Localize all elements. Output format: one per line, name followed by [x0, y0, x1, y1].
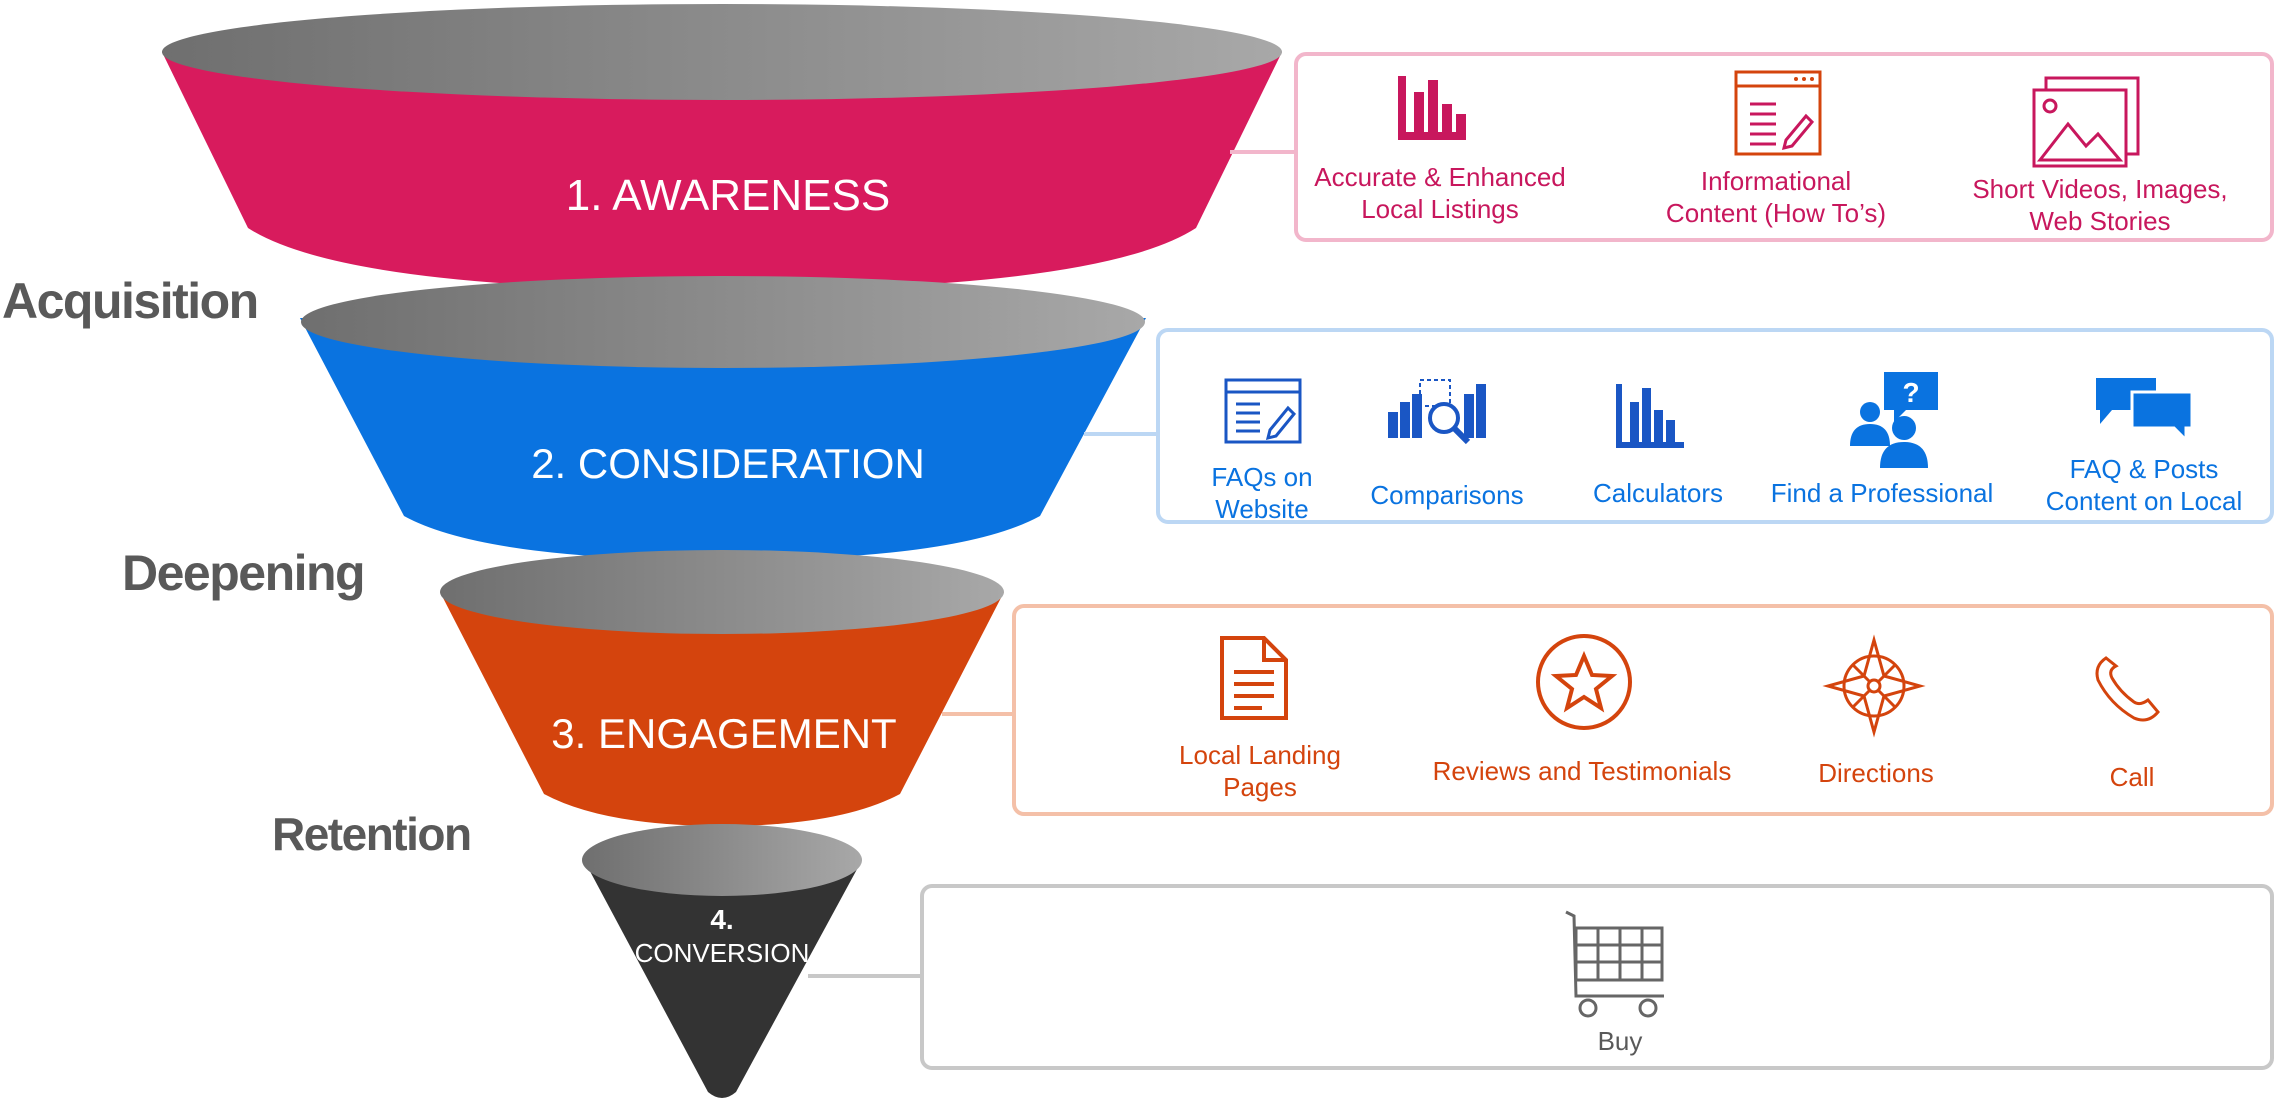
consideration-band	[300, 318, 1146, 560]
browser-edit-icon	[1224, 378, 1302, 444]
awareness-item-2-line-2: Content (How To’s)	[1666, 198, 1886, 228]
consideration-item-5-line-1: FAQ & Posts	[2070, 454, 2219, 484]
deepening-label: Deepening	[122, 545, 364, 601]
awareness-item-1-line-2: Local Listings	[1361, 194, 1519, 224]
star-icon	[1536, 634, 1632, 730]
bar-chart-icon	[1398, 76, 1466, 140]
awareness-panel: Accurate & Enhanced Local Listings Infor…	[1294, 52, 2274, 242]
engagement-item-1-line-2: Pages	[1223, 772, 1297, 802]
retention-label: Retention	[272, 808, 471, 860]
conversion-item-1: Buy	[1598, 1026, 1643, 1056]
conversion-label-text: CONVERSION	[635, 938, 810, 968]
consideration-panel-box	[1156, 328, 2274, 524]
chat-bubbles-icon	[2096, 378, 2194, 444]
consideration-item-1-line-2: Website	[1215, 494, 1308, 524]
svg-text:?: ?	[1902, 377, 1919, 408]
funnel-stage-engagement: 3. ENGAGEMENT	[440, 550, 1004, 826]
engagement-band	[440, 592, 1004, 826]
image-gallery-icon	[2032, 76, 2140, 168]
consideration-rim	[301, 276, 1145, 368]
funnel-stage-awareness: 1. AWARENESS	[162, 4, 1282, 290]
consideration-panel: ? FAQs on Website Comparisons Calculator…	[1156, 328, 2274, 524]
awareness-rim	[162, 4, 1282, 100]
funnel-stage-conversion: 4. CONVERSION	[582, 824, 862, 1098]
awareness-item-3-line-1: Short Videos, Images,	[1972, 174, 2227, 204]
consideration-label: 2. CONSIDERATION	[531, 440, 925, 487]
engagement-panel: Local Landing Pages Reviews and Testimon…	[1012, 604, 2274, 816]
acquisition-label: Acquisition	[2, 273, 258, 329]
consideration-item-3: Calculators	[1593, 478, 1723, 508]
conversion-rim	[582, 824, 862, 896]
awareness-item-3: Short Videos, Images, Web Stories	[1972, 174, 2227, 236]
conversion-band	[584, 860, 862, 1098]
search-chart-icon	[1388, 379, 1486, 445]
engagement-item-3: Directions	[1818, 758, 1934, 788]
consideration-item-4: Find a Professional	[1771, 478, 1994, 508]
engagement-rim	[440, 550, 1004, 634]
engagement-panel-box	[1012, 604, 2274, 816]
edit-document-icon	[1734, 70, 1822, 156]
awareness-item-3-line-2: Web Stories	[2029, 206, 2170, 236]
compass-icon	[1822, 634, 1926, 738]
consideration-item-1-line-1: FAQs on	[1211, 462, 1312, 492]
document-icon	[1220, 636, 1288, 720]
find-professional-icon: ?	[1850, 372, 1938, 468]
engagement-label: 3. ENGAGEMENT	[551, 710, 896, 757]
awareness-label: 1. AWARENESS	[566, 171, 890, 220]
bar-chart-icon	[1616, 384, 1684, 448]
awareness-item-1: Accurate & Enhanced Local Listings	[1314, 162, 1566, 224]
awareness-item-1-line-1: Accurate & Enhanced	[1314, 162, 1566, 192]
awareness-item-2-line-1: Informational	[1701, 166, 1851, 196]
engagement-item-2: Reviews and Testimonials	[1433, 756, 1732, 786]
conversion-panel: Buy	[920, 884, 2274, 1070]
edit-document-icon-content	[1750, 102, 1815, 151]
awareness-band	[162, 52, 1282, 290]
phone-icon	[2095, 656, 2160, 722]
awareness-item-2: Informational Content (How To’s)	[1666, 166, 1886, 228]
engagement-item-1-line-1: Local Landing	[1179, 740, 1341, 770]
engagement-item-1: Local Landing Pages	[1179, 740, 1341, 802]
conversion-label-number: 4.	[710, 904, 733, 935]
shopping-cart-icon	[1565, 910, 1664, 1018]
funnel-stage-consideration: 2. CONSIDERATION	[300, 276, 1146, 560]
consideration-item-5: FAQ & Posts Content on Local	[2046, 454, 2243, 516]
consideration-item-5-line-2: Content on Local	[2046, 486, 2243, 516]
consideration-item-1: FAQs on Website	[1211, 462, 1312, 524]
engagement-item-4: Call	[2110, 762, 2155, 792]
consideration-item-2: Comparisons	[1370, 480, 1523, 510]
